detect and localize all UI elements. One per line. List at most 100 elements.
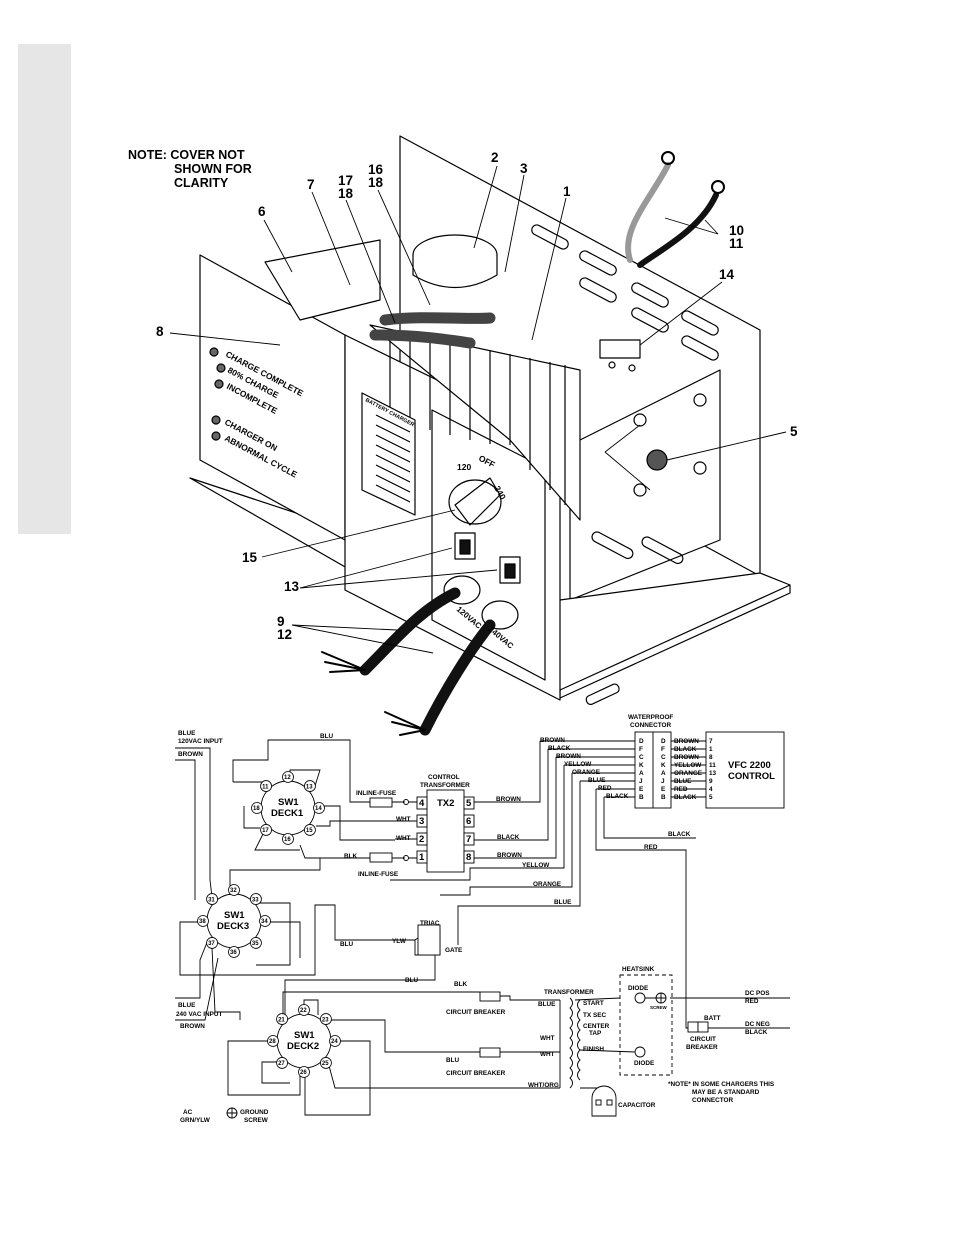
- switch-pin: [282, 771, 294, 783]
- lbl-conn-pin: 8: [709, 754, 713, 761]
- lbl-diode-bot: DIODE: [634, 1060, 655, 1067]
- callout-17: 17: [338, 173, 354, 188]
- lbl-dc-pos: DC POS: [745, 990, 770, 997]
- diode-bot-symbol: [634, 1046, 646, 1058]
- pin-1: 1: [419, 852, 425, 863]
- lbl-switch-pin: 23: [322, 1017, 329, 1023]
- lbl-conn-wire-right: BROWN: [674, 754, 699, 761]
- switch-pin: [276, 1013, 288, 1025]
- lbl-orange: ORANGE: [533, 881, 562, 888]
- lbl-brown-p8: BROWN: [497, 852, 522, 859]
- switch-pin: [228, 946, 240, 958]
- lbl-conn-pin: 1: [709, 746, 713, 753]
- lbl-transformer: TRANSFORMER: [544, 989, 594, 996]
- lbl-conn-wire-left: YELLOW: [564, 761, 592, 768]
- lbl-sw1-d2: SW1: [294, 1030, 315, 1041]
- lbl-conn-letter-right: C: [661, 754, 666, 761]
- lbl-circuit-breaker-1: CIRCUIT BREAKER: [446, 1009, 506, 1016]
- lbl-deck1: DECK1: [271, 808, 304, 819]
- lbl-screw: SCREW: [650, 1005, 668, 1010]
- switch-pin: [298, 1004, 310, 1016]
- callout-11: 11: [729, 236, 744, 251]
- circuit-breakers: [599, 339, 641, 372]
- lbl-conn-wire-right: YELLOW: [674, 762, 702, 769]
- lbl-conn-wire-right: BROWN: [674, 738, 699, 745]
- callout-5: 5: [790, 424, 798, 439]
- lbl-switch-pin: 37: [208, 941, 215, 947]
- lbl-conn-wire-right: ORANGE: [674, 770, 703, 777]
- lbl-dc-neg: DC NEG: [745, 1021, 770, 1028]
- lbl-yellow: YELLOW: [522, 862, 550, 869]
- lbl-heatsink: HEATSINK: [622, 966, 655, 973]
- lbl-diode-top: DIODE: [628, 985, 649, 992]
- callout-16: 16: [368, 162, 384, 177]
- lbl-conn-letter-right: F: [661, 746, 665, 753]
- lbl-blu-d3: BLU: [340, 941, 354, 948]
- lbl-vfc-1: VFC 2200: [728, 760, 771, 771]
- lbl-switch-pin: 11: [262, 784, 269, 790]
- vfc-control-box: [705, 731, 785, 809]
- lbl-conn-letter-right: J: [661, 778, 665, 785]
- lbl-switch-pin: 36: [230, 950, 237, 956]
- lbl-wht-2: WHT: [396, 835, 411, 842]
- switch-pin: [250, 893, 262, 905]
- callout-18-b: 18: [338, 186, 354, 201]
- lbl-switch-pin: 26: [300, 1070, 307, 1076]
- note-line-2: SHOWN FOR: [174, 162, 252, 176]
- callout-9-12: 9 12: [277, 614, 292, 642]
- lbl-grn-ylw: GRN/YLW: [180, 1117, 211, 1124]
- lbl-brown-240: BROWN: [180, 1023, 205, 1030]
- lbl-switch-pin: 27: [278, 1061, 285, 1067]
- lbl-conn-pin: 4: [709, 786, 713, 793]
- lbl-cb-right-1: CIRCUIT: [690, 1036, 716, 1043]
- lbl-black-right: BLACK: [668, 831, 691, 838]
- lbl-conn-wire-right: BLACK: [674, 746, 697, 753]
- callout-10: 10: [729, 223, 745, 238]
- callout-7: 7: [307, 177, 315, 192]
- pin-6: 6: [466, 816, 471, 827]
- lbl-deck3: DECK3: [217, 921, 249, 932]
- lbl-blu-triac: BLU: [405, 977, 419, 984]
- lbl-blu-cb: BLU: [446, 1057, 460, 1064]
- switch-pin: [276, 1057, 288, 1069]
- lbl-conn-wire-right: RED: [674, 786, 688, 793]
- lbl-conn-letter-left: D: [639, 738, 644, 745]
- switch-pin: [304, 824, 316, 836]
- lbl-conn-pin: 13: [709, 770, 717, 777]
- callout-10-11: 10 11: [729, 223, 745, 251]
- lbl-circuit-breaker-2: CIRCUIT BREAKER: [446, 1070, 506, 1077]
- lbl-conn-letter-right: A: [661, 770, 666, 777]
- switch-pin: [320, 1057, 332, 1069]
- callout-15: 15: [242, 550, 258, 565]
- lbl-switch-pin: 28: [269, 1039, 276, 1045]
- lbl-wht-b: WHT: [540, 1051, 555, 1058]
- lbl-switch-pin: 25: [322, 1061, 329, 1067]
- switch-pin: [282, 833, 294, 845]
- callout-14: 14: [719, 267, 735, 282]
- lbl-vfc-2: CONTROL: [728, 771, 775, 782]
- callout-9: 9: [277, 614, 285, 629]
- lbl-note-2: MAY BE A STANDARD: [692, 1089, 760, 1096]
- switch-pin: [320, 1013, 332, 1025]
- wiring-schematic: [175, 731, 790, 1119]
- power-cords: [321, 162, 719, 736]
- lbl-conn-wire-left: BLUE: [588, 777, 606, 784]
- lbl-switch-pin: 34: [261, 919, 268, 925]
- lbl-sw1-d3: SW1: [224, 910, 245, 921]
- transformer-coil: [569, 997, 573, 1089]
- lbl-blk-cb: BLK: [454, 981, 468, 988]
- lbl-240vac-input: 240 VAC INPUT: [176, 1011, 222, 1018]
- lbl-conn-pin: 9: [709, 778, 713, 785]
- lbl-wht-1: WHT: [396, 816, 411, 823]
- pin-8: 8: [466, 852, 471, 863]
- lbl-switch-pin: 13: [306, 784, 313, 790]
- page-sidebar-band: [18, 44, 71, 534]
- lbl-tx2: TX2: [437, 798, 454, 809]
- triac-symbol: [417, 924, 441, 956]
- capacitor-symbol: [591, 1085, 617, 1117]
- switch-pin: [250, 937, 262, 949]
- lbl-conn-letter-right: K: [661, 762, 666, 769]
- lbl-black-p7: BLACK: [497, 834, 520, 841]
- lbl-gate: GATE: [445, 947, 463, 954]
- switch-pin: [259, 915, 271, 927]
